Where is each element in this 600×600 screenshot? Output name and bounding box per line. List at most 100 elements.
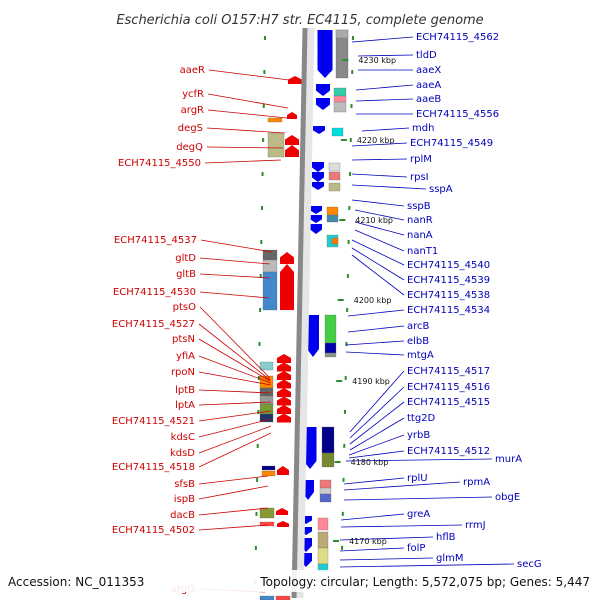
gene-label-ech74115-4534[interactable]: ECH74115_4534 xyxy=(407,305,490,316)
feature-block xyxy=(275,595,291,600)
gene-label-ptso[interactable]: ptsO xyxy=(173,302,196,313)
backbone-shadow xyxy=(292,27,315,599)
leader-line xyxy=(199,291,270,299)
gene-label-sspa[interactable]: sspA xyxy=(429,184,453,195)
gene-label-ech74115-4516[interactable]: ECH74115_4516 xyxy=(407,382,490,393)
feature-block xyxy=(319,493,332,503)
leader-line xyxy=(198,323,271,381)
leader-line xyxy=(343,477,405,485)
gene-label-ech74115-4562[interactable]: ECH74115_4562 xyxy=(416,32,499,43)
leader-line xyxy=(339,536,434,541)
leader-line xyxy=(198,418,272,438)
gene-label-degq[interactable]: degQ xyxy=(176,142,203,153)
feature-block xyxy=(319,487,332,495)
feature-block xyxy=(326,214,339,223)
gene-label-degs[interactable]: degS xyxy=(178,123,203,134)
gene-label-ech74115-4518[interactable]: ECH74115_4518 xyxy=(112,462,195,473)
leader-line xyxy=(198,507,269,516)
gene-label-rpon[interactable]: rpoN xyxy=(171,367,195,378)
gene-label-kdsc[interactable]: kdsC xyxy=(171,432,195,443)
leader-line xyxy=(361,127,410,132)
gene-label-ispb[interactable]: ispB xyxy=(174,494,195,505)
gene-label-ech74115-4550[interactable]: ECH74115_4550 xyxy=(118,158,201,169)
gene-label-rpma[interactable]: rpmA xyxy=(463,477,490,488)
gene-label-elbb[interactable]: elbB xyxy=(407,336,429,347)
gene-label-yfia[interactable]: yfiA xyxy=(176,351,195,362)
gene-label-ech74115-4538[interactable]: ECH74115_4538 xyxy=(407,290,490,301)
gene-label-sfsb[interactable]: sfsB xyxy=(174,479,195,490)
gene-label-sspb[interactable]: sspB xyxy=(407,201,431,212)
gene-arrow xyxy=(277,354,291,363)
feature-block xyxy=(319,479,332,489)
gene-label-ech74115-4549[interactable]: ECH74115_4549 xyxy=(410,138,493,149)
left-gene-labels: aaeR ycfR argR degS degQ ECH74115_4550ECH7411… xyxy=(112,65,205,595)
gene-label-hflb[interactable]: hflB xyxy=(436,532,456,543)
accession-text: Accession: NC_011353 xyxy=(8,575,144,589)
gene-label-rplm[interactable]: rplM xyxy=(410,154,432,165)
leader-line xyxy=(351,184,427,190)
gene-label-ech74115-4515[interactable]: ECH74115_4515 xyxy=(407,397,490,408)
gene-label-nana[interactable]: nanA xyxy=(407,230,433,241)
leader-line xyxy=(349,386,405,439)
gene-label-ech74115-4517[interactable]: ECH74115_4517 xyxy=(407,366,490,377)
gene-label-folp[interactable]: folP xyxy=(407,543,425,554)
leader-line xyxy=(347,309,405,317)
gene-label-rplu[interactable]: rplU xyxy=(407,473,428,484)
feature-block xyxy=(267,132,285,158)
gene-label-ech74115-4537[interactable]: ECH74115_4537 xyxy=(114,235,197,246)
gene-label-nanr[interactable]: nanR xyxy=(407,215,433,226)
gene-label-gltd[interactable]: gltD xyxy=(175,253,196,264)
gene-label-ech74115-4540[interactable]: ECH74115_4540 xyxy=(407,260,490,271)
gene-label-arcb[interactable]: arcB xyxy=(407,321,430,332)
gene-label-mtga[interactable]: mtgA xyxy=(407,350,434,361)
gene-label-lptb[interactable]: lptB xyxy=(175,385,195,396)
leader-line xyxy=(351,36,414,43)
gene-label-lpta[interactable]: lptA xyxy=(175,400,195,411)
gene-label-nant1[interactable]: nanT1 xyxy=(407,246,438,257)
gene-label-rpsi[interactable]: rpsI xyxy=(410,172,429,183)
gene-label-aaea[interactable]: aaeA xyxy=(416,80,441,91)
gene-label-ycfr[interactable]: ycfR xyxy=(182,89,204,100)
gene-label-aaer[interactable]: aaeR xyxy=(180,65,205,76)
gene-label-grea[interactable]: greA xyxy=(407,509,430,520)
gene-label-ech74115-4512[interactable]: ECH74115_4512 xyxy=(407,446,490,457)
feature-block xyxy=(317,517,329,531)
leader-line xyxy=(351,173,408,178)
feature-block xyxy=(324,314,337,344)
gene-label-aaeb[interactable]: aaeB xyxy=(416,94,441,105)
gene-label-mdh[interactable]: mdh xyxy=(412,123,434,134)
gene-label-ptsn[interactable]: ptsN xyxy=(172,334,195,345)
gene-label-argr[interactable]: argR xyxy=(181,105,204,116)
gene-label-ech74115-4530[interactable]: ECH74115_4530 xyxy=(113,287,196,298)
leader-line xyxy=(340,513,405,521)
gene-label-yrbb[interactable]: yrbB xyxy=(407,430,430,441)
gene-label-kdsd[interactable]: kdsD xyxy=(170,448,195,459)
gene-label-gltb[interactable]: gltB xyxy=(176,269,196,280)
leader-line xyxy=(343,496,493,501)
gene-label-aaex[interactable]: aaeX xyxy=(416,65,441,76)
gene-label-ttg2d[interactable]: ttg2D xyxy=(407,413,436,424)
gene-arrow xyxy=(287,112,297,119)
reverse-strand-features xyxy=(259,76,302,600)
gene-arrow xyxy=(312,162,324,172)
gene-label-ech74115-4502[interactable]: ECH74115_4502 xyxy=(112,525,195,536)
gene-label-ech74115-4539[interactable]: ECH74115_4539 xyxy=(407,275,490,286)
gene-arrow xyxy=(307,315,319,357)
leader-line xyxy=(339,563,515,568)
gene-label-secg[interactable]: secG xyxy=(517,559,542,570)
leader-line xyxy=(355,84,414,91)
gene-arrow xyxy=(277,371,291,380)
gene-label-rrmj[interactable]: rrmJ xyxy=(465,520,486,531)
kbp-tick-label: 4170 kbp xyxy=(349,537,387,546)
feature-block xyxy=(328,182,341,192)
gene-label-ech74115-4556[interactable]: ECH74115_4556 xyxy=(416,109,499,120)
gene-label-mura[interactable]: murA xyxy=(495,454,522,465)
gene-label-ech74115-4527[interactable]: ECH74115_4527 xyxy=(112,319,195,330)
gene-label-obge[interactable]: obgE xyxy=(495,492,520,503)
feature-block xyxy=(259,507,275,519)
gene-label-glmm[interactable]: glmM xyxy=(436,553,464,564)
leader-line xyxy=(354,229,405,252)
gene-label-tldd[interactable]: tldD xyxy=(416,50,437,61)
gene-label-dacb[interactable]: dacB xyxy=(170,510,195,521)
gene-label-ech74115-4521[interactable]: ECH74115_4521 xyxy=(112,416,195,427)
